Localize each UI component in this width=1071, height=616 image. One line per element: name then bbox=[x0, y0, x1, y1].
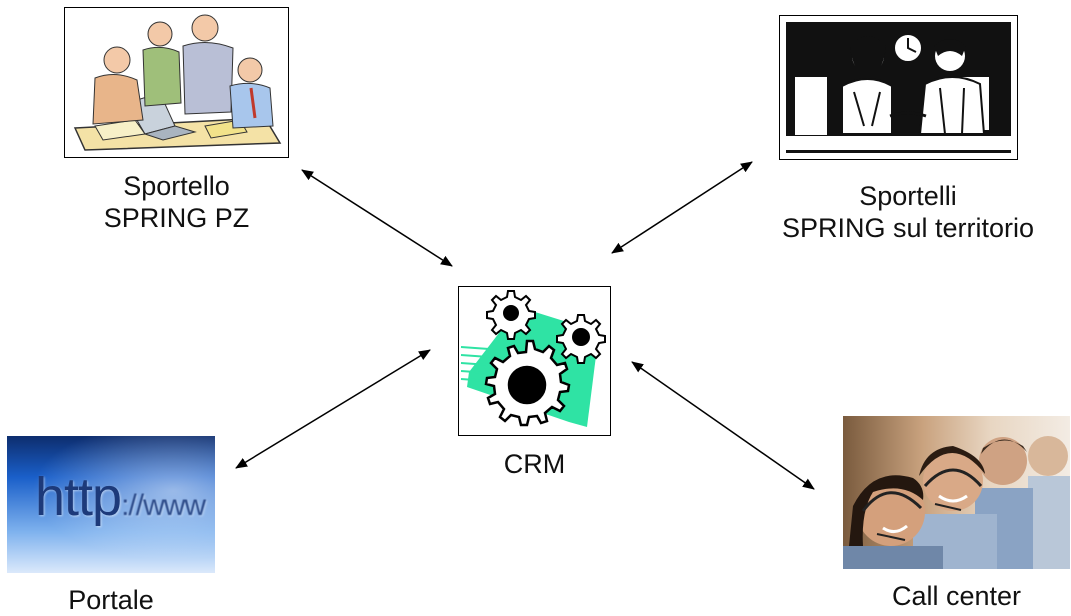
portale-label: Portale bbox=[7, 584, 215, 616]
sportello-pz-line1: Sportello bbox=[123, 171, 230, 201]
sportelli-territorio-image bbox=[779, 15, 1018, 160]
portale-http-text: http bbox=[35, 467, 122, 527]
call-center-label-text: Call center bbox=[891, 581, 1022, 611]
crm-label: CRM bbox=[458, 448, 611, 480]
call-center-photo-icon bbox=[843, 436, 1070, 569]
sportelli-territorio-line1: Sportelli bbox=[859, 181, 957, 211]
sportelli-territorio-line2: SPRING sul territorio bbox=[781, 213, 1035, 243]
crm-image bbox=[458, 286, 611, 436]
meeting-clipart-icon bbox=[65, 8, 288, 157]
call-center-label: Call center bbox=[843, 580, 1070, 612]
portale-label-text: Portale bbox=[68, 585, 154, 615]
arrow-territorio-crm bbox=[611, 161, 753, 254]
portale-www-text: ://www bbox=[121, 489, 206, 522]
browser-http-icon: http://www bbox=[35, 466, 206, 528]
portale-image: http://www bbox=[7, 436, 215, 573]
sportello-pz-image bbox=[64, 7, 289, 158]
gears-icon bbox=[459, 287, 610, 435]
arrow-pz-crm bbox=[301, 169, 453, 267]
sportello-pz-label: Sportello SPRING PZ bbox=[64, 170, 289, 234]
arrow-callcenter-crm bbox=[631, 361, 815, 490]
call-center-image bbox=[843, 416, 1070, 569]
sportelli-territorio-label: Sportelli SPRING sul territorio bbox=[752, 180, 1064, 244]
sportello-pz-line2: SPRING PZ bbox=[103, 203, 250, 233]
arrow-portale-crm bbox=[235, 349, 431, 469]
crm-label-text: CRM bbox=[503, 449, 566, 479]
counter-service-clipart-icon bbox=[780, 16, 1017, 159]
